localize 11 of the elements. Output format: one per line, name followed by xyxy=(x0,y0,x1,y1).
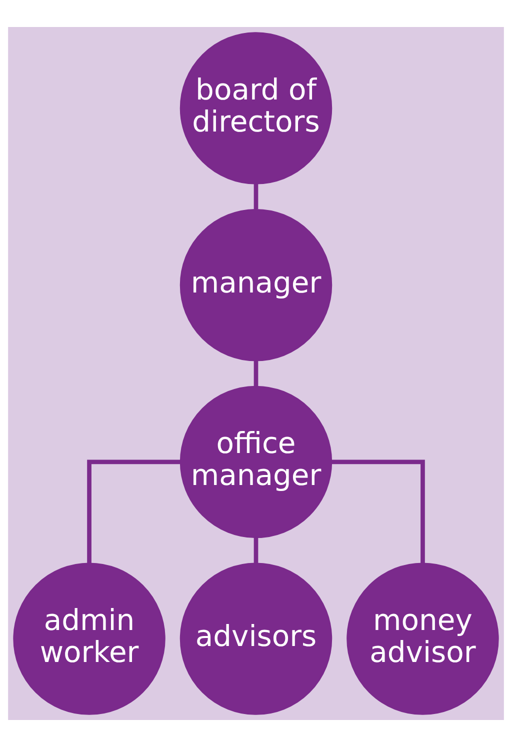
node-circle: admin worker xyxy=(13,562,166,715)
connector xyxy=(254,537,258,563)
node-circle: money advisor xyxy=(346,562,499,715)
node-circle: board of directors xyxy=(180,32,332,184)
connector xyxy=(332,460,425,564)
connector xyxy=(254,360,258,386)
node-circle: advisors xyxy=(180,562,332,715)
node-circle: manager xyxy=(180,208,332,362)
node-circle: office manager xyxy=(180,386,332,538)
connector xyxy=(254,184,258,210)
connector xyxy=(87,460,180,564)
